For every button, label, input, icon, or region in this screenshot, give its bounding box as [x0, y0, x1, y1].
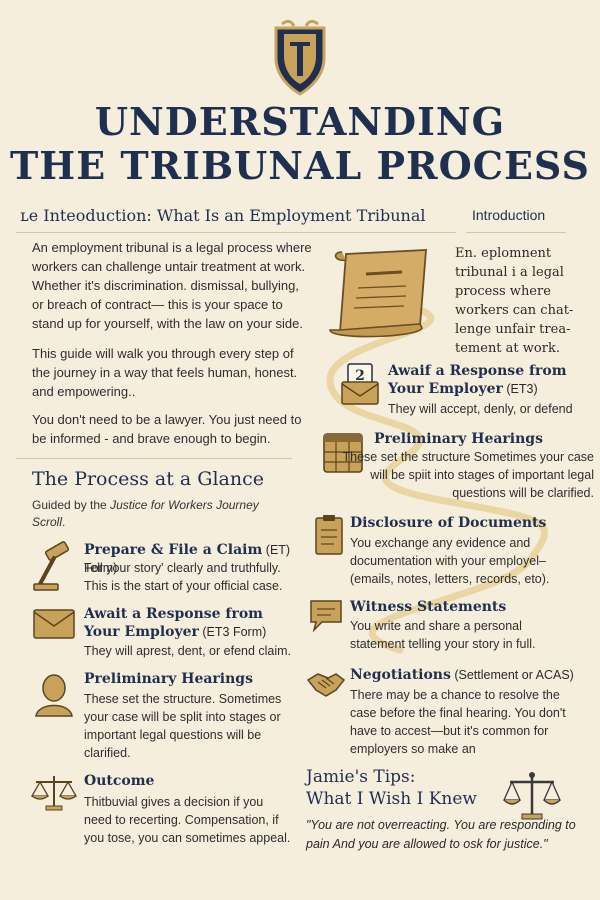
- left-step-2-text: They will aprest, dent, or efend claim.: [84, 644, 292, 658]
- subtitle-prefix: Guided by the: [32, 498, 111, 512]
- left-step-3-text: These set the structure. Sometimes your …: [84, 692, 282, 760]
- left-step-2-title: Await a Response from Your Employer (ET3…: [84, 605, 294, 641]
- scroll-icon: [329, 249, 427, 338]
- step-title-text: Prepare & File a Claim: [84, 542, 263, 558]
- envelope-icon: [33, 609, 75, 639]
- person-silhouette-icon: [35, 674, 73, 717]
- intro-paragraph-2: This guide will walk you through every s…: [32, 346, 298, 399]
- gavel-icon: [33, 541, 70, 591]
- right-step-5-text: There may be a chance to resolve the cas…: [350, 688, 566, 756]
- right-step-4-title: Witness Statements: [350, 599, 507, 615]
- subtitle-scroll-name: Justice for Workers Journey Scroll: [32, 498, 259, 529]
- crest-logo: [274, 19, 326, 96]
- intro-tab-label: Introduction: [472, 207, 546, 223]
- svg-text:2: 2: [355, 368, 365, 384]
- process-title: The Process at a Glance: [32, 468, 264, 490]
- divider: [16, 232, 456, 233]
- clipboard-icon: [315, 515, 343, 555]
- right-step-4-text: You write and share a personal statement…: [350, 619, 536, 651]
- intro-paragraph-1: An employment tribunal is a legal proces…: [32, 240, 312, 331]
- handshake-icon: [306, 673, 346, 697]
- scales-icon: [502, 772, 562, 820]
- jamie-title-line-1: Jamie's Tips:: [306, 767, 416, 787]
- page-title: UNDERSTANDING THE TRIBUNAL PROCESS: [0, 100, 600, 188]
- process-subtitle: Guided by the Justice for Workers Journe…: [32, 497, 292, 531]
- step-title-extra: (Settlement or ACAS): [450, 668, 574, 682]
- jamie-title-line-2: What I Wish I Knew: [306, 789, 477, 809]
- speech-bubble-icon: [310, 600, 342, 633]
- left-step-4-title: Outcome: [84, 773, 155, 789]
- left-step-4-text: Thitbuvial gives a decision if you need …: [84, 795, 291, 845]
- step-title-text: Negotiations: [350, 667, 451, 683]
- intro-heading: ʟe Inteoduction: What Is an Employment T…: [20, 206, 426, 225]
- title-line-2: THE TRIBUNAL PROCESS: [10, 143, 590, 188]
- divider: [466, 232, 566, 233]
- jamie-tips-title: Jamie's Tips: What I Wish I Knew: [306, 766, 477, 810]
- step-title-extra: (ET) Form): [84, 543, 291, 575]
- right-step-2-text: These set the structure Sometimes your c…: [342, 450, 595, 500]
- jamie-quote: "You are not overreacting. You are respo…: [306, 818, 576, 851]
- step-title-text: Awaif a Response from Your Employer: [388, 363, 567, 397]
- left-step-1-text: Tell your story' clearly and truthfully.…: [84, 561, 283, 593]
- subtitle-suffix: .: [62, 515, 66, 529]
- title-line-1: UNDERSTANDING: [94, 99, 506, 144]
- scales-icon: [30, 776, 78, 811]
- mailbox-icon: 2: [341, 363, 379, 405]
- right-step-2-title: Preliminary Hearings: [374, 431, 543, 447]
- left-step-3-title: Preliminary Hearings: [84, 671, 253, 687]
- step-title-extra: (ET3): [502, 382, 538, 396]
- right-step-5-title: Negotiations (Settlement or ACAS): [350, 666, 595, 684]
- calendar-icon: [323, 433, 363, 473]
- right-step-1-text: They will accept, denly, or defend: [388, 402, 573, 416]
- step-title-extra: (ET3 Form): [198, 625, 267, 639]
- step-title-text: Await a Response from Your Employer: [84, 606, 263, 640]
- left-step-1-title: Prepare & File a Claim (ET) Form): [84, 541, 294, 577]
- right-step-1-title: Awaif a Response from Your Employer (ET3…: [388, 362, 588, 398]
- right-step-3-title: Disclosure of Documents: [350, 515, 547, 531]
- divider: [16, 458, 292, 459]
- intro-paragraph-3: You don't need to be a lawyer. You just …: [32, 412, 302, 446]
- right-step-3-text: You exchange any evidence and documentat…: [350, 536, 550, 586]
- right-intro-text: En. eplomnent tribunal i a legal process…: [455, 246, 574, 356]
